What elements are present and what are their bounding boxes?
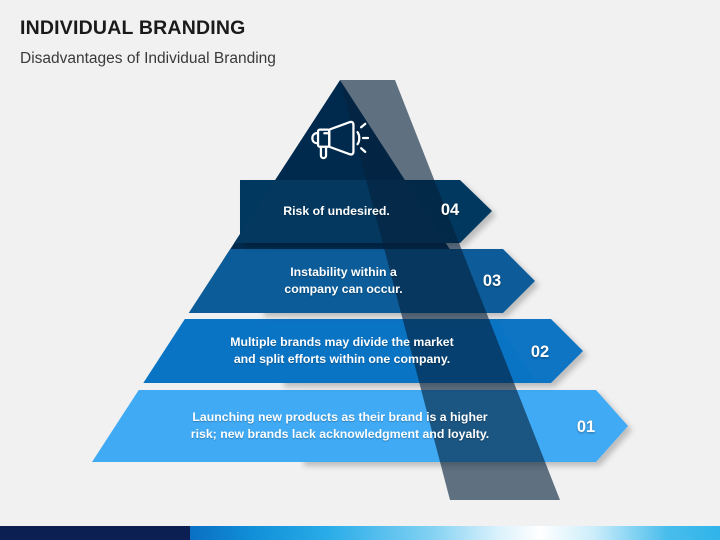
page-title: INDIVIDUAL BRANDING <box>20 17 246 39</box>
footer-bar-navy-segment <box>0 526 190 540</box>
megaphone-icon <box>311 120 370 160</box>
level-01-number: 01 <box>576 418 596 436</box>
page-subtitle: Disadvantages of Individual Branding <box>20 50 276 67</box>
pyramid-diagram: Risk of undesired. 04 Instability within… <box>92 80 628 500</box>
footer-bar-gradient-segment <box>190 526 720 540</box>
level-04-text: Risk of undesired. <box>283 204 390 218</box>
level-03-number: 03 <box>482 272 502 290</box>
pyramid-shadow-band <box>340 80 560 500</box>
footer-bar <box>0 526 720 540</box>
level-02-text: Multiple brands may divide the market an… <box>230 335 454 366</box>
level-01-text: Launching new products as their brand is… <box>190 410 490 441</box>
level-03-text: Instability within a company can occur. <box>284 265 403 296</box>
level-04-number: 04 <box>440 201 460 219</box>
level-02-number: 02 <box>530 343 550 361</box>
